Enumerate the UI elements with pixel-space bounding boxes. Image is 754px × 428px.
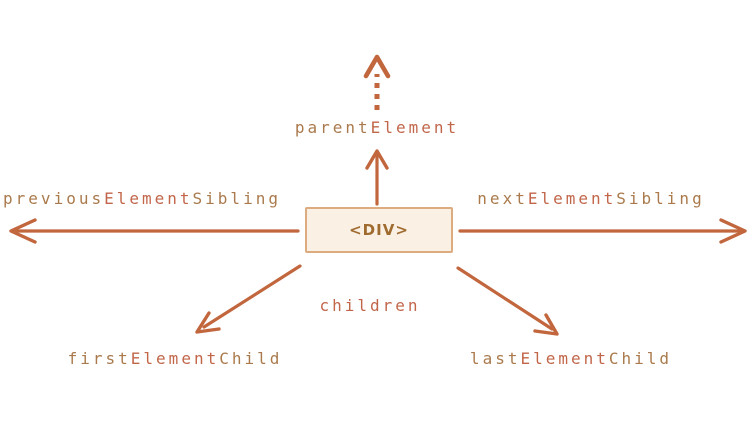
label-segment: Element — [130, 349, 220, 368]
div-node-box: <DIV> — [305, 207, 453, 253]
label-segment: Sibling — [192, 189, 281, 208]
label-previous-element-sibling: previousElementSibling — [3, 189, 281, 208]
label-segment: children — [319, 296, 421, 315]
label-segment: last — [469, 349, 521, 368]
label-segment: Element — [520, 349, 609, 368]
parent-element-arrow — [365, 149, 389, 206]
last-element-child-arrow — [456, 266, 559, 336]
dashed-up-arrow — [363, 54, 391, 110]
label-parent-element: parentElement — [295, 118, 459, 137]
label-segment: Sibling — [616, 189, 705, 208]
label-segment: parent — [294, 118, 371, 137]
label-segment: Element — [104, 189, 193, 208]
label-last-element-child: lastElementChild — [470, 349, 672, 368]
label-next-element-sibling: nextElementSibling — [477, 189, 704, 208]
label-segment: Child — [219, 349, 283, 368]
label-first-element-child: firstElementChild — [68, 349, 283, 368]
label-segment: first — [67, 349, 131, 368]
label-segment: next — [477, 189, 528, 208]
first-element-child-arrow — [195, 264, 302, 334]
previous-element-sibling-arrow — [9, 218, 300, 244]
label-segment: Element — [370, 118, 460, 137]
label-segment: Element — [527, 189, 617, 208]
next-element-sibling-arrow — [458, 218, 747, 244]
div-node-label: <DIV> — [349, 221, 409, 239]
label-segment: Child — [608, 349, 673, 368]
label-segment: previous — [3, 189, 105, 208]
label-children: children — [319, 296, 420, 315]
